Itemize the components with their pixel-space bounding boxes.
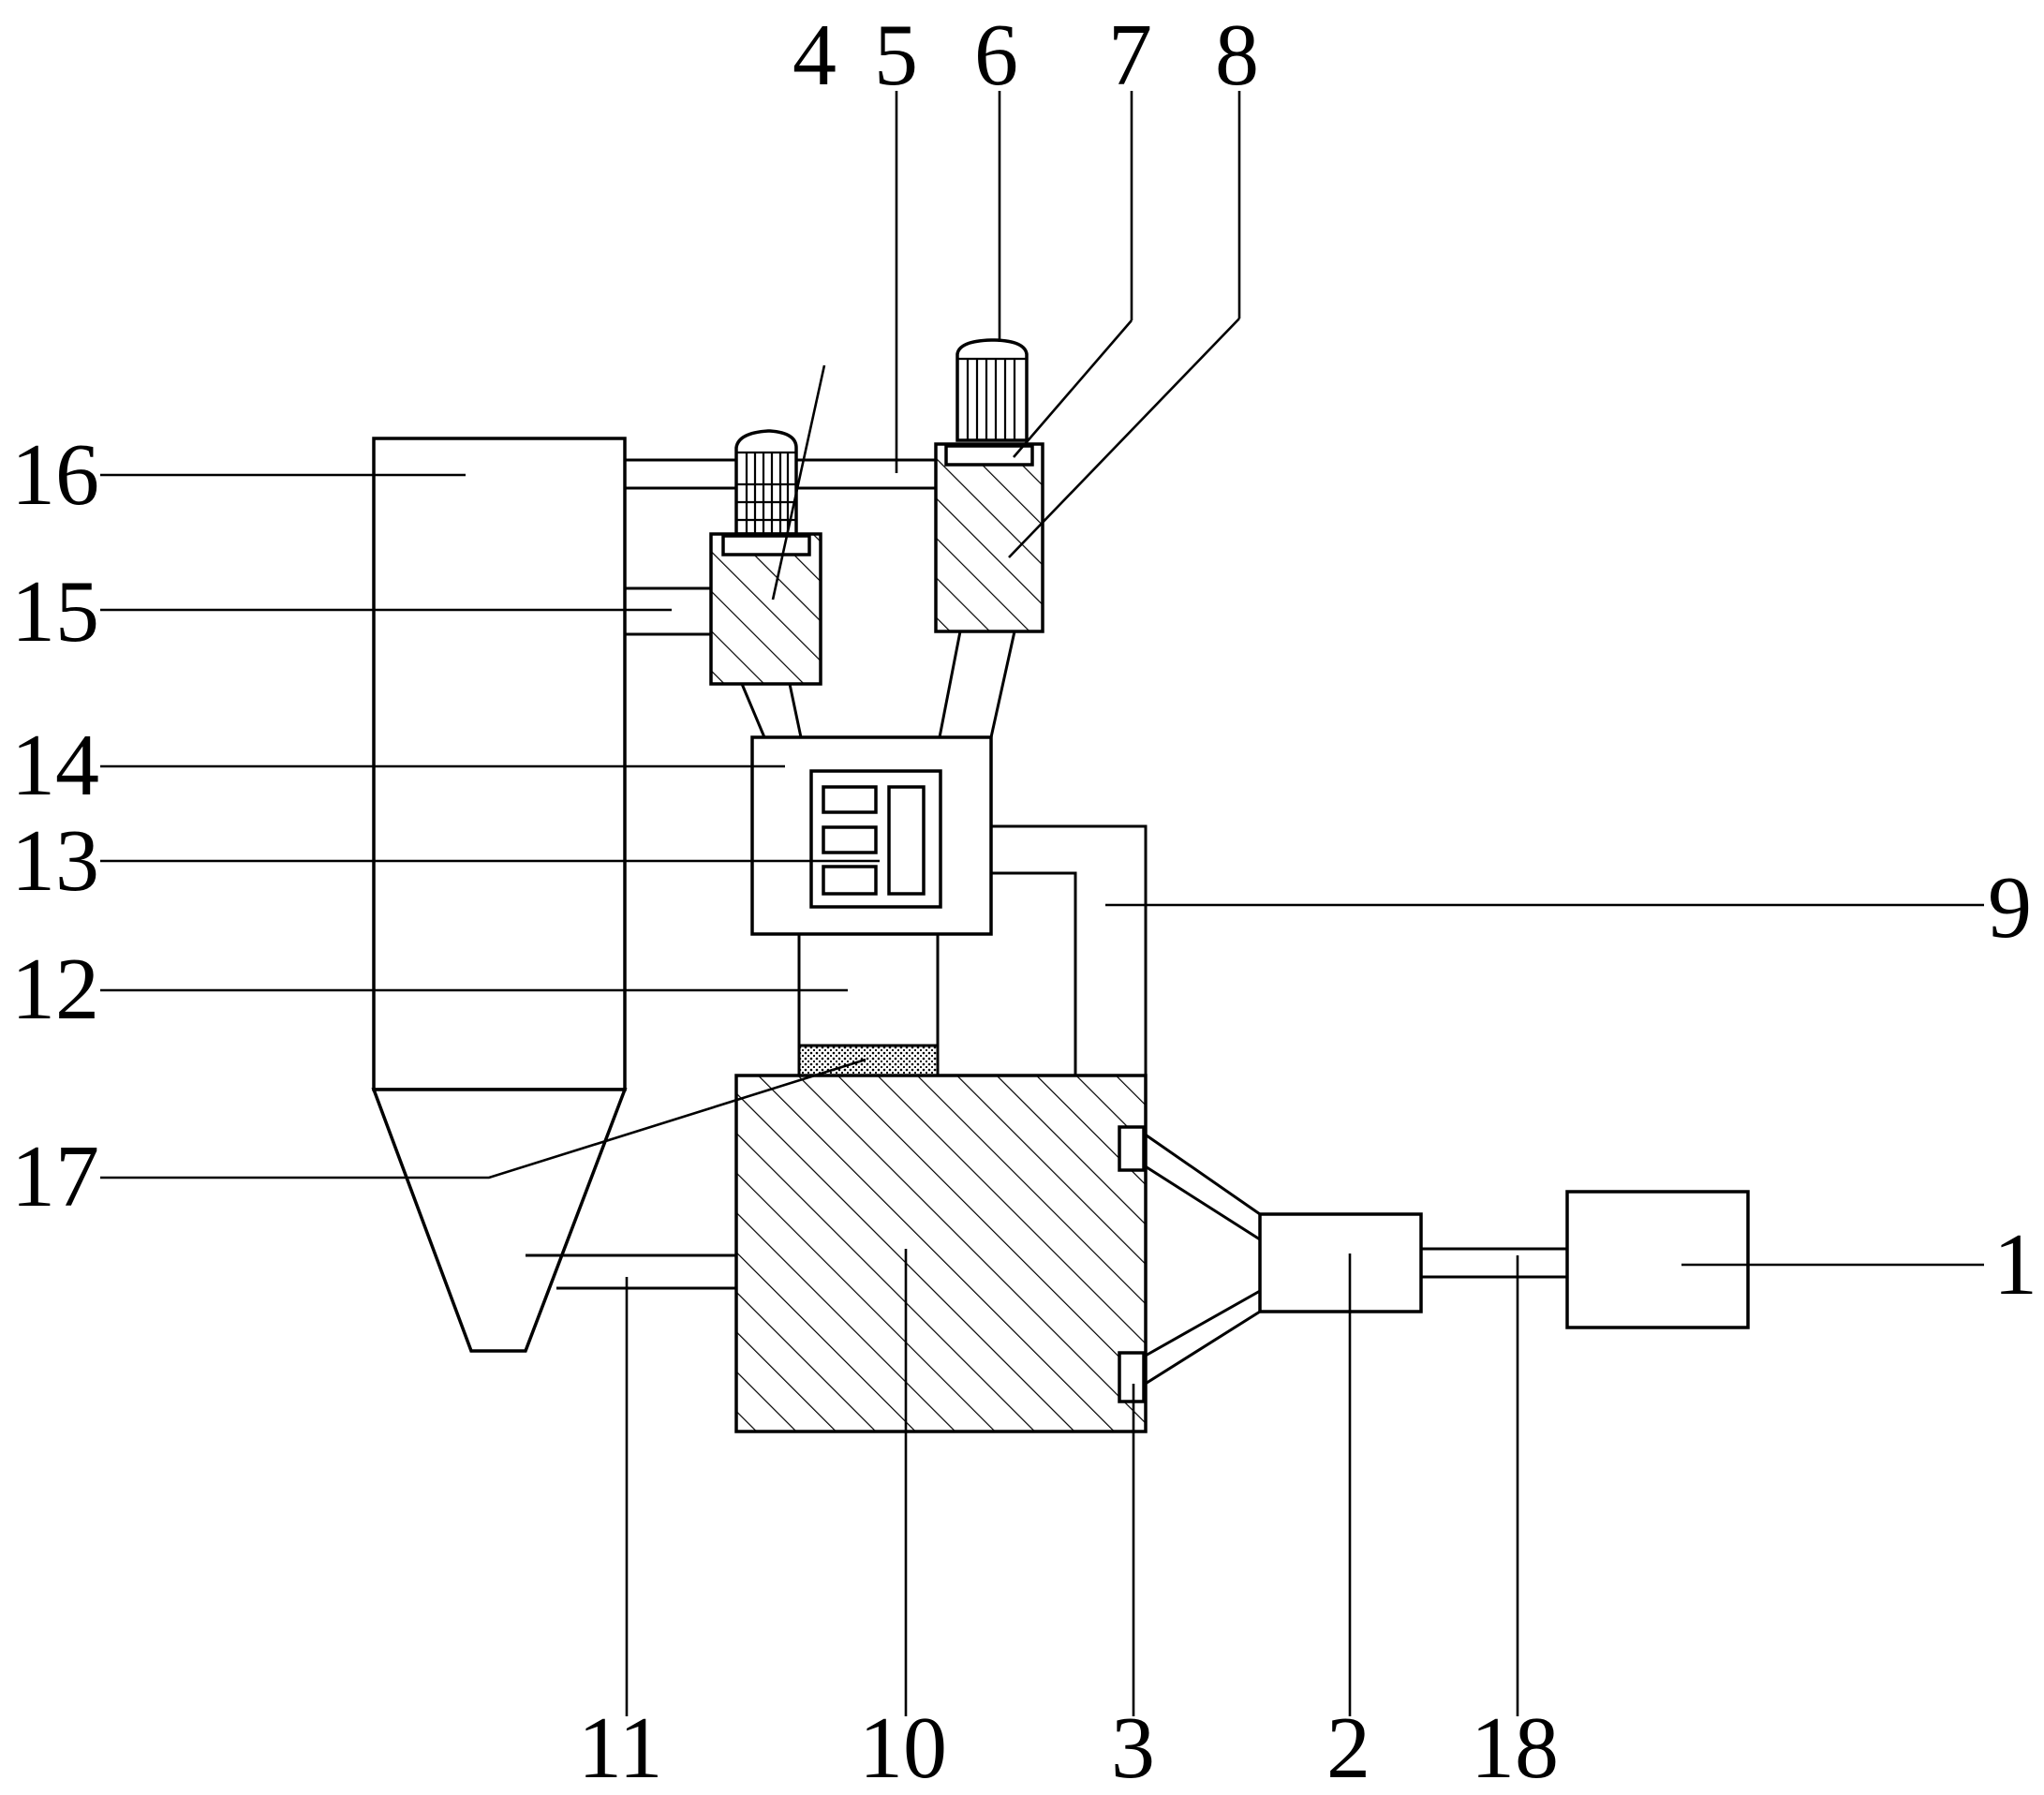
funnel-left	[742, 684, 801, 737]
label-6: 6	[974, 7, 1018, 104]
label-1: 1	[1993, 1216, 2037, 1313]
label-4: 4	[792, 7, 837, 104]
chamber-10	[736, 1076, 1146, 1432]
label-13: 13	[11, 812, 99, 910]
label-10: 10	[859, 1699, 947, 1795]
label-17: 17	[11, 1128, 99, 1225]
pipe-18	[1421, 1249, 1567, 1277]
pump-2	[1260, 1214, 1421, 1312]
label-18: 18	[1471, 1699, 1559, 1795]
silo-16	[374, 438, 625, 1351]
funnel-right	[940, 631, 1015, 737]
motor-base-left	[723, 536, 809, 555]
nozzle-3-lower	[1119, 1353, 1144, 1402]
label-14: 14	[11, 717, 99, 814]
label-12: 12	[11, 941, 99, 1038]
label-16: 16	[11, 426, 99, 524]
nozzle-3-upper	[1119, 1127, 1144, 1170]
source-1	[1567, 1192, 1748, 1328]
label-9: 9	[1988, 859, 2032, 957]
pipe-9	[991, 826, 1146, 1076]
label-8: 8	[1215, 7, 1259, 104]
separator-4	[711, 534, 821, 684]
label-7: 7	[1108, 7, 1152, 104]
label-15: 15	[11, 563, 99, 660]
filter-17	[799, 1046, 938, 1076]
motor-left	[736, 431, 796, 534]
label-2: 2	[1326, 1699, 1370, 1795]
control-panel-13	[811, 771, 941, 907]
motor-6	[957, 340, 1027, 440]
pipe-15	[625, 588, 711, 634]
label-11: 11	[578, 1699, 663, 1795]
label-3: 3	[1111, 1699, 1155, 1795]
label-5: 5	[874, 7, 918, 104]
pipe-to-2	[1144, 1134, 1260, 1385]
